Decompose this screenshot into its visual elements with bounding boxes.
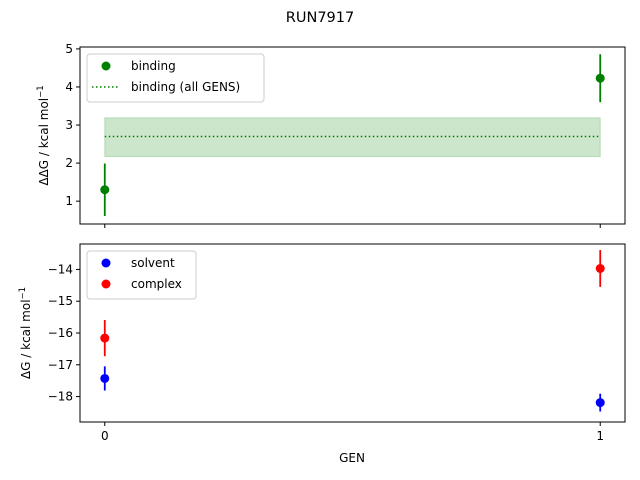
legend: binding binding (all GENS) — [86, 53, 265, 103]
data-point-complex — [100, 333, 110, 343]
y-tick-label: −14 — [48, 262, 73, 276]
y-tick-label: 1 — [65, 194, 73, 208]
y-tick-label: −18 — [48, 390, 73, 404]
y-tick-label: 2 — [65, 156, 73, 170]
y-tick-label: −16 — [48, 326, 73, 340]
data-point-solvent — [100, 373, 110, 383]
data-point-binding — [595, 73, 605, 83]
legend-box — [86, 250, 197, 300]
y-tick-label: −15 — [48, 294, 73, 308]
legend-label: solvent — [131, 256, 175, 270]
legend: solvent complex — [86, 250, 197, 300]
legend-label: complex — [131, 277, 182, 291]
x-tick-label: 1 — [596, 429, 604, 443]
uncertainty-band — [104, 117, 601, 158]
legend-marker — [101, 258, 111, 268]
legend-box — [86, 53, 265, 103]
y-axis-label: ΔG / kcal mol−1 — [18, 287, 33, 379]
data-point-binding — [100, 185, 110, 195]
legend-marker — [101, 279, 111, 289]
data-point-solvent — [595, 398, 605, 408]
y-tick-label: −17 — [48, 358, 73, 372]
legend-label: binding (all GENS) — [131, 80, 240, 94]
x-tick-label: 0 — [101, 429, 109, 443]
x-axis-label: GEN — [339, 451, 365, 465]
suptitle: RUN7917 — [286, 10, 354, 26]
legend-label: binding — [131, 59, 176, 73]
y-tick-label: 5 — [65, 42, 73, 56]
y-axis-label: ΔΔG / kcal mol−1 — [36, 85, 51, 185]
axes-frame — [79, 46, 626, 225]
panel-1: −14 −15 −16 −17 −18 0 1 ΔG / kcal mol−1 solvent c… — [18, 243, 626, 443]
y-tick-label: 3 — [65, 118, 73, 132]
legend-marker — [101, 61, 111, 71]
data-point-complex — [595, 263, 605, 273]
y-tick-label: 4 — [65, 80, 73, 94]
